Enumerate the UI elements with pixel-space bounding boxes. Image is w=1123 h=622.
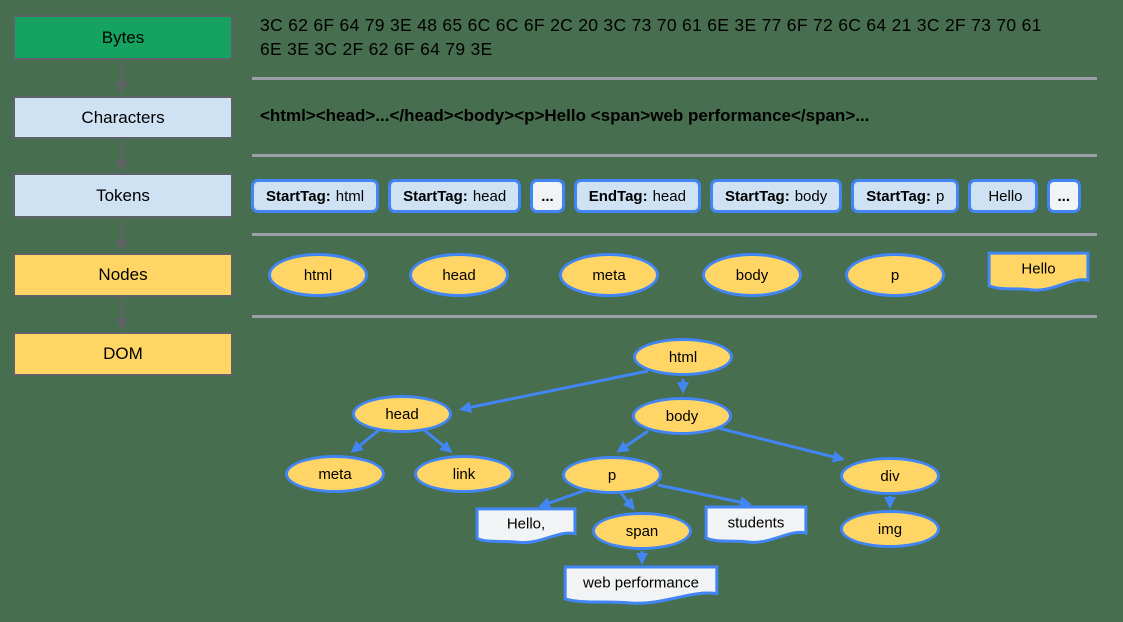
arrow-body-div xyxy=(717,426,845,463)
token-ellipsis-1: ... xyxy=(530,179,565,213)
bytes-hex-text: 3C 62 6F 64 79 3E 48 65 6C 6C 6F 2C 20 3… xyxy=(260,15,1042,59)
dom-node-html: html xyxy=(633,338,733,376)
arrow-p-hello xyxy=(538,488,587,509)
dom-node-body: body xyxy=(632,397,732,435)
token-starttag-body: StartTag:body xyxy=(709,179,843,213)
stage-nodes-label: Nodes xyxy=(98,265,148,284)
document-shape xyxy=(704,505,808,547)
document-shape xyxy=(987,251,1090,295)
stage-tokens-label: Tokens xyxy=(96,185,150,205)
stage-dom-label: DOM xyxy=(103,344,143,363)
node-head: head xyxy=(409,253,509,297)
arrow-html-head xyxy=(459,369,649,414)
characters-markup-text: <html><head>...</head><body><p>Hello <sp… xyxy=(260,106,870,125)
stage-bytes-label: Bytes xyxy=(101,27,145,47)
token-endtag-head: EndTag:head xyxy=(573,179,701,213)
arrow-head-meta xyxy=(350,428,380,453)
dom-text-web-performance: web performance xyxy=(562,565,720,608)
divider-characters xyxy=(252,154,1097,157)
dom-node-p: p xyxy=(562,456,662,494)
dom-text-students: students xyxy=(704,505,808,547)
token-row: StartTag:html StartTag:head ... EndTag:h… xyxy=(251,179,1082,213)
node-p: p xyxy=(845,253,945,297)
arrow-body-p xyxy=(616,429,649,453)
stage-nodes: Nodes xyxy=(13,253,233,297)
dom-node-link: link xyxy=(414,455,514,493)
arrow-p-students xyxy=(657,483,752,509)
dom-node-meta: meta xyxy=(285,455,385,493)
divider-tokens xyxy=(252,233,1097,236)
node-text-hello: Hello xyxy=(987,251,1090,295)
divider-nodes xyxy=(252,315,1097,318)
dom-node-div: div xyxy=(840,457,940,495)
token-starttag-p: StartTag:p xyxy=(851,179,960,213)
node-meta: meta xyxy=(559,253,659,297)
stage-characters: Characters xyxy=(13,96,233,139)
token-hello: Hello xyxy=(968,179,1038,213)
stage-characters-label: Characters xyxy=(81,107,165,127)
token-starttag-head: StartTag:head xyxy=(388,179,522,213)
token-starttag-html: StartTag:html xyxy=(251,179,380,213)
document-shape xyxy=(562,565,720,608)
node-body: body xyxy=(702,253,802,297)
arrow-p-span xyxy=(618,491,635,511)
node-html: html xyxy=(268,253,368,297)
arrow-head-link xyxy=(423,428,453,453)
token-ellipsis-2: ... xyxy=(1046,179,1082,213)
dom-text-hello: Hello, xyxy=(475,507,577,547)
stage-tokens: Tokens xyxy=(13,173,233,218)
dom-node-img: img xyxy=(840,510,940,548)
stage-bytes: Bytes xyxy=(13,15,233,60)
divider-bytes xyxy=(252,77,1097,80)
stage-dom: DOM xyxy=(13,332,233,376)
dom-node-head: head xyxy=(352,395,452,433)
dom-node-span: span xyxy=(592,512,692,550)
document-shape xyxy=(475,507,577,547)
